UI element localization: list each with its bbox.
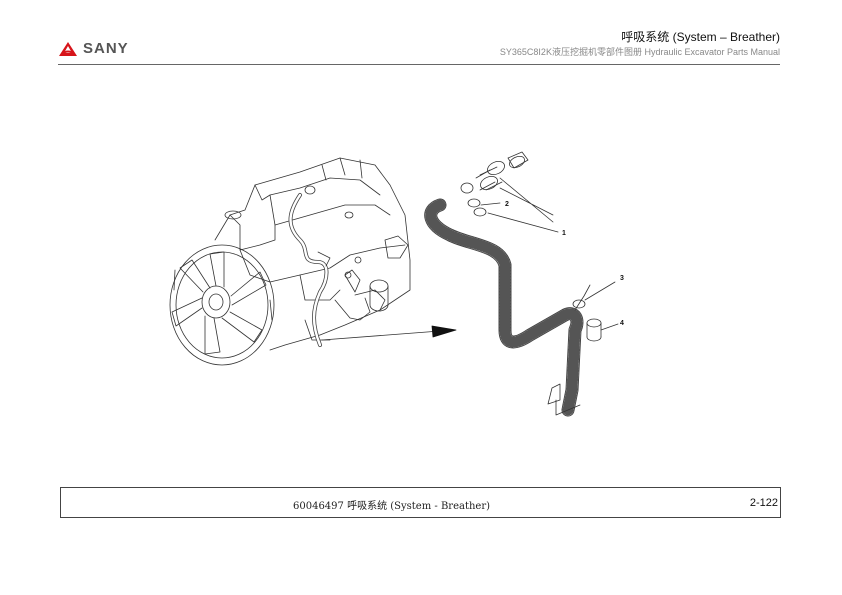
page-title: 呼吸系统 (System – Breather): [621, 30, 780, 44]
header-divider: [58, 64, 780, 65]
manual-subtitle: SY365C8I2K液压挖掘机零部件图册 Hydraulic Excavator…: [499, 47, 780, 57]
page-number: 2-122: [749, 497, 778, 509]
engine-fan: [169, 244, 275, 366]
callout-2: 2: [505, 201, 509, 208]
callout-1: 1: [562, 230, 566, 237]
brand-name: SANY: [83, 40, 129, 57]
breather-parts-exploded: [460, 151, 529, 217]
detail-arrow-line: [321, 330, 441, 341]
breather-hose-detail: [424, 198, 591, 417]
leader-line-2: [480, 202, 501, 206]
leader-lines-1-2: [487, 177, 559, 233]
footer-caption-box: 60046497 呼吸系统 (System - Breather) 2-122: [60, 487, 781, 518]
leader-line-4: [600, 323, 619, 331]
leader-line-3: [584, 281, 616, 301]
detail-arrowhead: [431, 325, 457, 338]
callout-3: 3: [620, 275, 624, 282]
sany-logo: SANY: [58, 40, 129, 57]
sany-logo-icon: [59, 41, 77, 56]
footer-description: 60046497 呼吸系统 (System - Breather): [293, 501, 491, 512]
callout-4: 4: [620, 320, 624, 327]
part-4-sleeve: [586, 318, 602, 342]
engine-breather-hose: [288, 193, 331, 347]
